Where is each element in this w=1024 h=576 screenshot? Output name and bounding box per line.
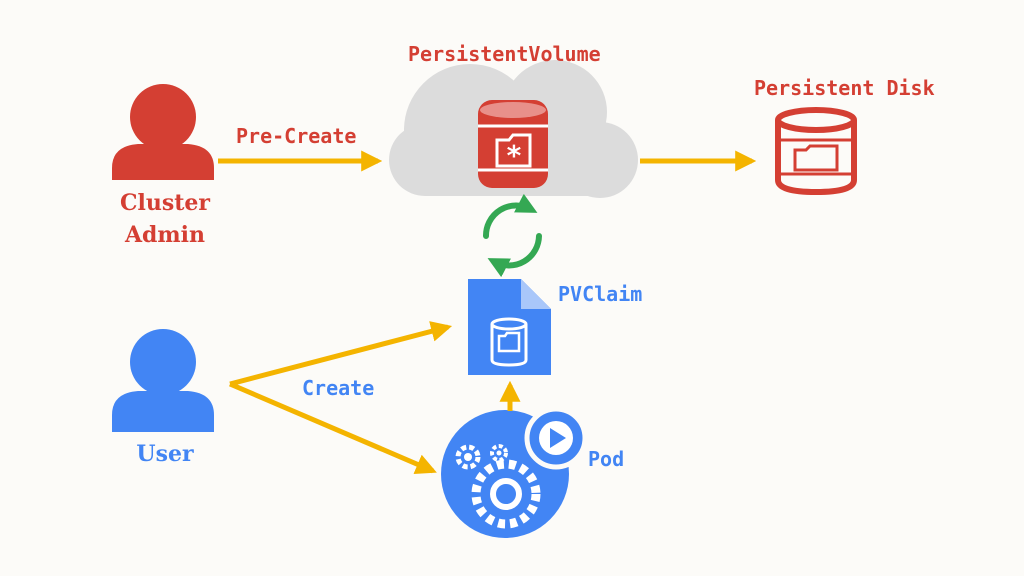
cluster-admin-icon (112, 84, 214, 180)
pod-icon (441, 406, 588, 538)
persistent-volume-label: PersistentVolume (408, 42, 601, 66)
create-pod-arrow (229, 381, 437, 475)
pvclaim-label: PVClaim (558, 282, 643, 306)
cluster-admin-label-line1: Cluster (120, 190, 210, 216)
persistent-volume-icon: * (478, 100, 548, 188)
user-label: User (136, 441, 194, 467)
persistent-disk-label: Persistent Disk (754, 76, 935, 100)
persistent-disk-icon (775, 107, 857, 196)
cluster-admin-label-line2: Admin (124, 222, 206, 248)
create-label: Create (302, 376, 375, 400)
cloud-shape (389, 60, 638, 198)
svg-text:*: * (507, 139, 522, 172)
create-claim-arrow (229, 321, 453, 387)
pod-label: Pod (588, 447, 625, 471)
cluster-admin-label: Cluster Admin (108, 187, 222, 251)
pre-create-label: Pre-Create (236, 124, 357, 148)
sync-arrows-icon (482, 193, 542, 278)
user-icon (112, 329, 214, 432)
pvclaim-document-icon (468, 279, 551, 375)
